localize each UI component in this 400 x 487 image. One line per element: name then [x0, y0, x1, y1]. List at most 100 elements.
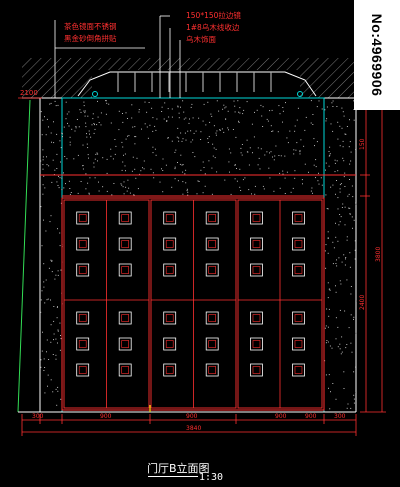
stone-speck	[304, 163, 306, 165]
stone-speck	[98, 190, 100, 192]
stone-speck	[329, 288, 331, 290]
stone-speck	[207, 142, 209, 143]
stone-speck	[135, 177, 137, 179]
stone-speck	[48, 126, 49, 128]
stone-speck	[122, 113, 123, 114]
stone-speck	[181, 140, 183, 142]
stone-speck	[312, 124, 314, 125]
stone-speck	[167, 108, 169, 110]
stone-speck	[200, 131, 202, 133]
door-panel-inset	[78, 340, 87, 348]
stone-speck	[85, 173, 87, 175]
stone-speck	[316, 141, 318, 143]
stone-speck	[349, 179, 350, 180]
stone-speck	[222, 108, 224, 110]
stone-speck	[200, 169, 202, 171]
stone-speck	[353, 402, 355, 404]
stone-speck	[282, 170, 284, 172]
title-scale: 1:30	[199, 472, 224, 483]
title-underline	[148, 476, 198, 477]
stone-speck	[75, 127, 77, 129]
stone-speck	[310, 190, 312, 192]
stone-speck	[355, 202, 357, 204]
door-panel-inset	[78, 266, 87, 274]
stone-speck	[349, 207, 351, 209]
stone-speck	[63, 187, 65, 189]
stone-speck	[246, 139, 248, 141]
stone-speck	[328, 387, 329, 389]
stone-speck	[166, 121, 168, 122]
stone-speck	[144, 123, 146, 125]
stone-speck	[256, 109, 258, 111]
stone-speck	[240, 147, 242, 149]
stone-speck	[274, 155, 276, 157]
stone-speck	[188, 122, 190, 124]
stone-speck	[159, 181, 161, 183]
stone-speck	[251, 193, 252, 195]
stone-speck	[339, 125, 341, 127]
stone-speck	[344, 186, 346, 187]
stone-speck	[71, 128, 73, 130]
stone-speck	[178, 112, 180, 114]
stone-speck	[122, 121, 124, 123]
stone-speck	[135, 136, 137, 138]
stone-speck	[300, 139, 302, 141]
stone-speck	[203, 167, 205, 168]
stone-speck	[352, 196, 354, 198]
stone-speck	[197, 180, 199, 182]
stone-speck	[279, 172, 281, 174]
stone-speck	[50, 379, 52, 381]
stone-speck	[343, 254, 345, 256]
stone-speck	[42, 156, 44, 158]
stone-speck	[65, 183, 66, 185]
dim-right-total: 3800	[375, 247, 382, 262]
stone-speck	[41, 350, 43, 352]
stone-speck	[97, 160, 98, 162]
stone-speck	[59, 140, 61, 142]
note-right-2: 1#8乌木线收边	[186, 22, 240, 32]
stone-speck	[60, 338, 62, 340]
door-panel-square	[292, 363, 305, 377]
left-wall-green	[17, 99, 31, 413]
stone-speck	[317, 180, 319, 182]
stone-speck	[175, 149, 177, 151]
stone-speck	[184, 173, 186, 175]
stone-speck	[332, 184, 334, 186]
stone-speck	[56, 181, 58, 183]
stone-speck	[140, 170, 142, 172]
stone-speck	[40, 359, 42, 361]
stone-speck	[330, 186, 332, 188]
stone-speck	[79, 109, 81, 111]
stone-speck	[337, 138, 339, 140]
stone-speck	[335, 263, 337, 264]
stone-speck	[354, 240, 356, 242]
dim-bottom-5: 900	[305, 413, 317, 420]
stone-speck	[182, 193, 184, 195]
stone-speck	[339, 214, 341, 215]
stone-speck	[88, 192, 90, 194]
stone-speck	[295, 149, 297, 151]
stone-speck	[55, 338, 57, 340]
drawing-title: 门厅B立面图	[147, 460, 210, 476]
stone-speck	[59, 232, 61, 234]
stone-speck	[123, 154, 124, 156]
stone-speck	[191, 103, 193, 105]
door-panel-inset	[208, 366, 216, 374]
stone-speck	[180, 154, 182, 156]
stone-speck	[218, 110, 220, 112]
stone-speck	[236, 180, 238, 182]
stone-speck	[234, 178, 236, 180]
stone-speck	[44, 302, 46, 304]
stone-speck	[44, 367, 46, 368]
note-right-3: 乌木饰面	[186, 34, 216, 44]
stone-speck	[224, 179, 226, 181]
stone-speck	[335, 398, 337, 400]
stone-speck	[325, 342, 327, 344]
stone-speck	[85, 126, 87, 128]
stone-speck	[143, 168, 145, 170]
stone-speck	[110, 122, 112, 124]
stone-speck	[110, 155, 112, 157]
stone-speck	[106, 172, 108, 174]
stone-speck	[58, 175, 59, 177]
